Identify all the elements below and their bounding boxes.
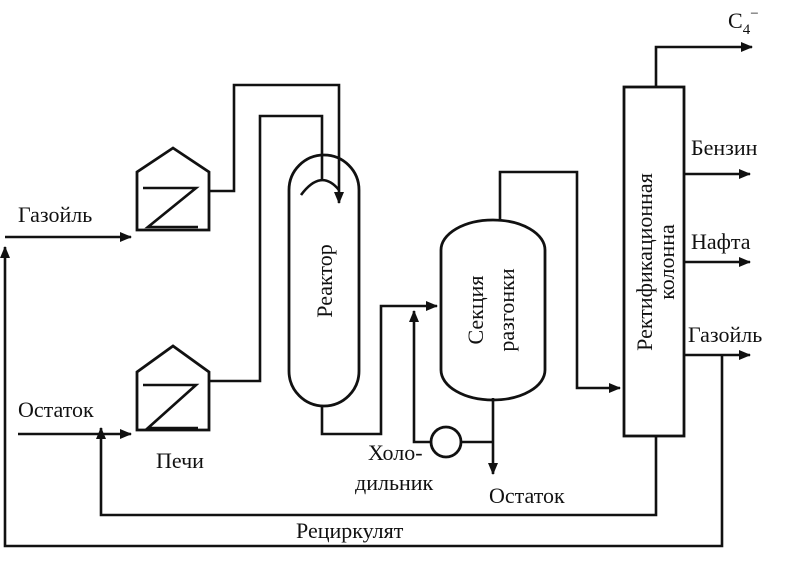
label-reactor: Реактор [312, 244, 337, 317]
separation-section-vessel [439, 218, 547, 402]
furnace-lower [135, 344, 211, 432]
cooler [429, 425, 463, 459]
label-furnaces: Печи [156, 448, 204, 473]
reactor-vessel [287, 153, 361, 408]
label-residue-in: Остаток [18, 397, 94, 422]
label-residue-out: Остаток [489, 483, 565, 508]
label-gasoline: Бензин [691, 135, 758, 160]
label-naphtha: Нафта [691, 229, 751, 254]
label-cooler-line1: Холо- [368, 440, 423, 465]
reactor-inlet-curve [299, 178, 341, 196]
label-gasoil-in: Газойль [18, 202, 92, 227]
flow-lines [0, 42, 753, 548]
rectification-column [622, 85, 686, 438]
label-column-line1: Ректификационная [632, 173, 657, 351]
label-cooler-line2: дильник [355, 470, 434, 495]
furnace-upper [135, 146, 211, 232]
label-separation-line2: разгонки [494, 268, 519, 351]
label-column-line2: колонна [654, 224, 679, 300]
label-c4: C4− [728, 6, 759, 38]
label-separation-line1: Секция [463, 275, 488, 344]
label-recycle: Рециркулят [296, 518, 404, 543]
label-gasoil-out: Газойль [688, 322, 762, 347]
